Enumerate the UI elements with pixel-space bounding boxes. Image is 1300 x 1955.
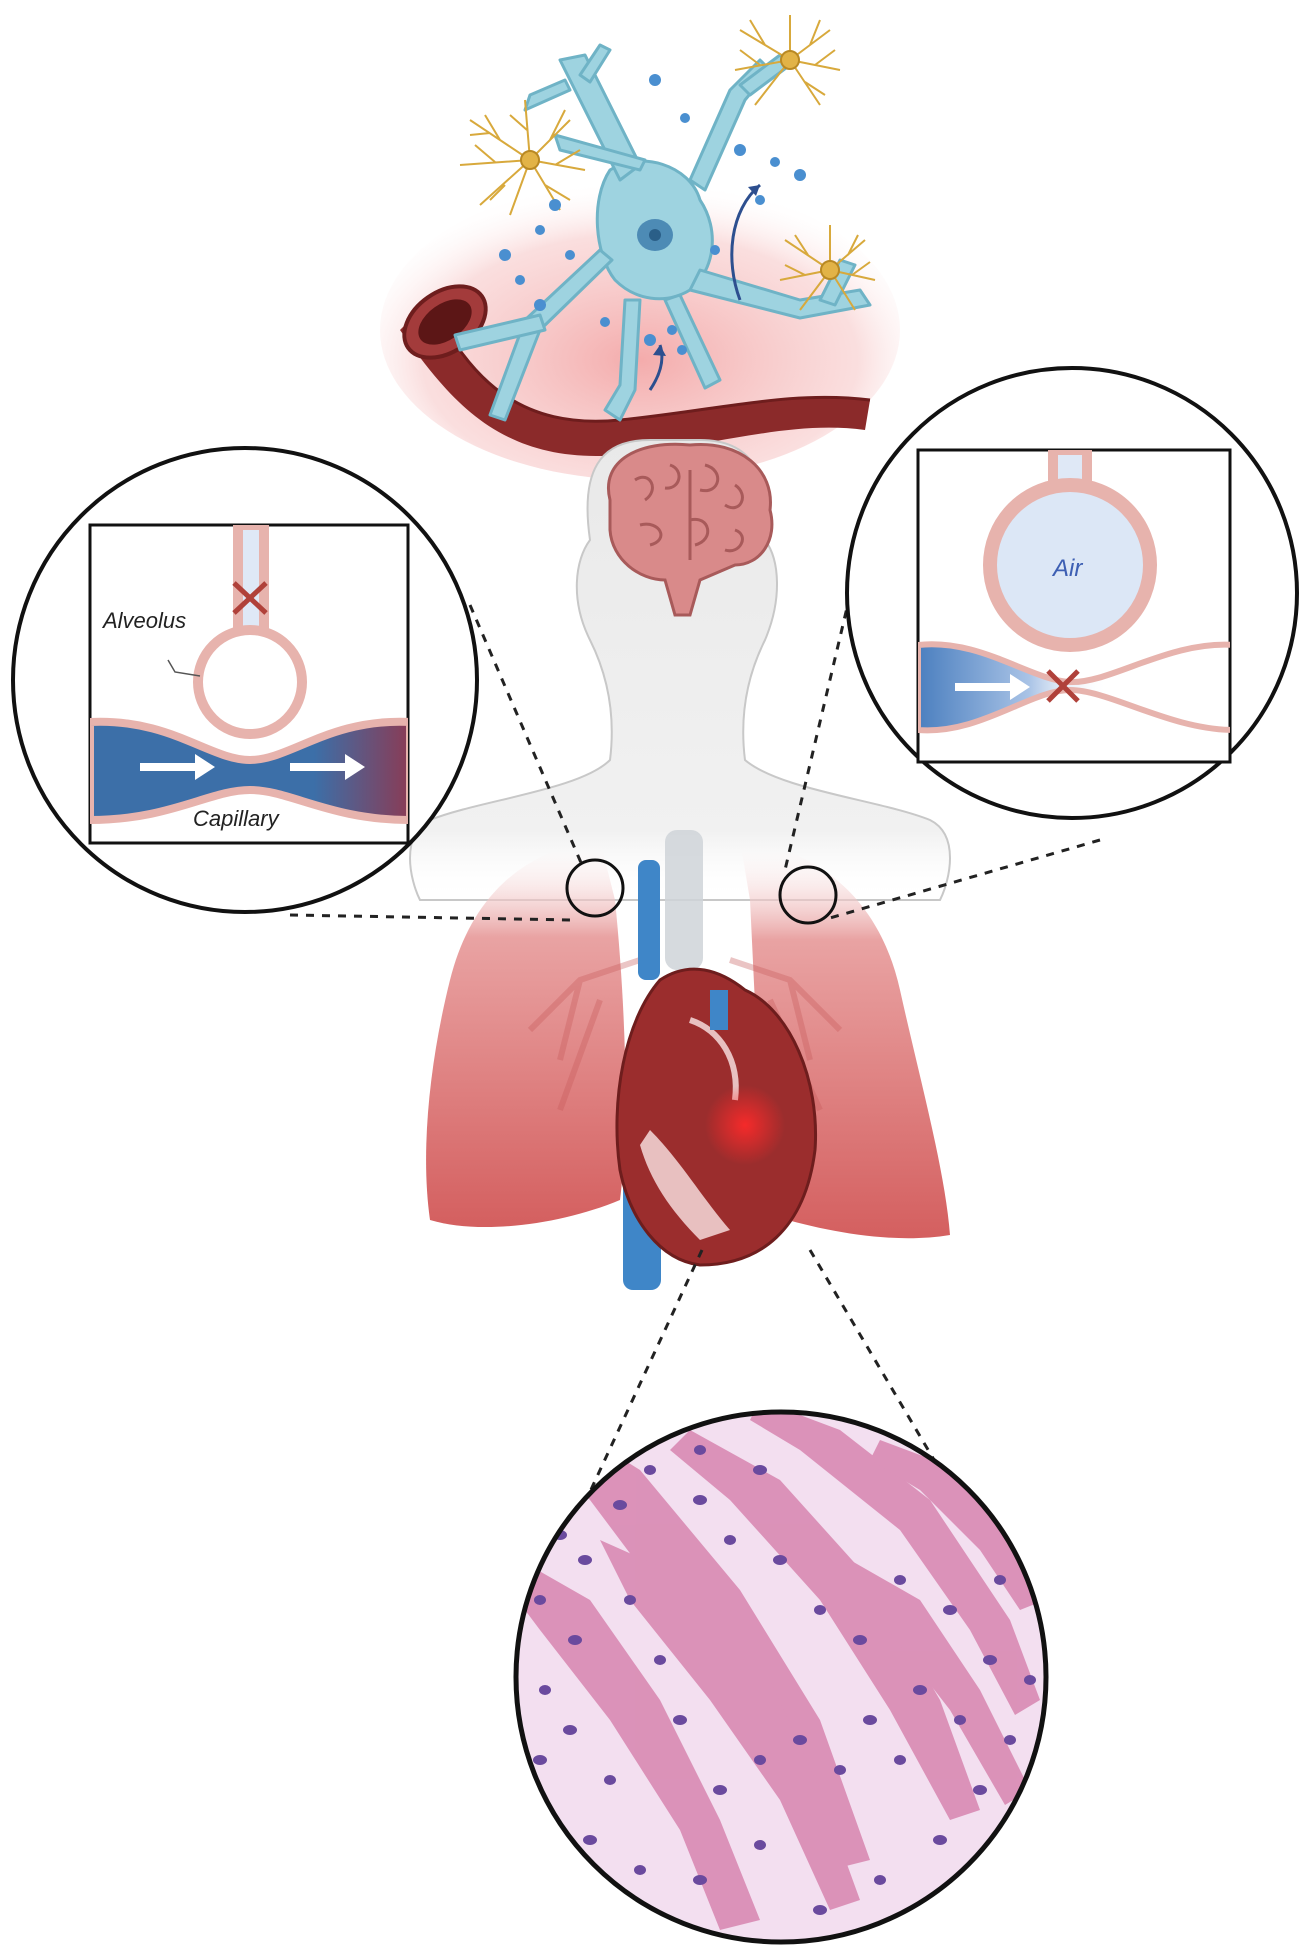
trachea xyxy=(665,830,703,970)
alveolus-shape xyxy=(193,625,307,739)
heart-icon xyxy=(615,967,818,1267)
flow-arrow-icon xyxy=(955,674,1030,700)
cross-icon xyxy=(1046,669,1080,703)
dashed-connectors xyxy=(289,594,1101,1536)
lens-circle-left xyxy=(565,858,625,918)
brain-icon xyxy=(607,442,774,617)
zoom-right-blocked-exchange: Air xyxy=(845,366,1299,820)
astrocyte-icon xyxy=(459,15,876,311)
human-body-silhouette xyxy=(409,439,951,901)
zoom-bottom-myocardial-tissue xyxy=(513,1409,1049,1945)
alveolus-label: Alveolus xyxy=(101,608,186,633)
neurovascular-illustration xyxy=(380,15,900,480)
cross-icon xyxy=(232,581,268,615)
nuclei xyxy=(533,1445,1036,1915)
zoom-left-normal-exchange: Alveolus Capillary xyxy=(11,446,479,914)
lens-circle-right xyxy=(778,865,838,925)
blood-vessel-icon xyxy=(400,284,871,457)
flow-arrow-icon xyxy=(140,754,365,780)
capillary-label: Capillary xyxy=(193,806,281,831)
alveolus-air-shape xyxy=(983,478,1157,652)
air-label: Air xyxy=(1051,555,1083,582)
muscle-fibers xyxy=(516,1412,1045,1930)
molecule-dots xyxy=(499,74,806,355)
flow-arrow xyxy=(730,183,761,301)
